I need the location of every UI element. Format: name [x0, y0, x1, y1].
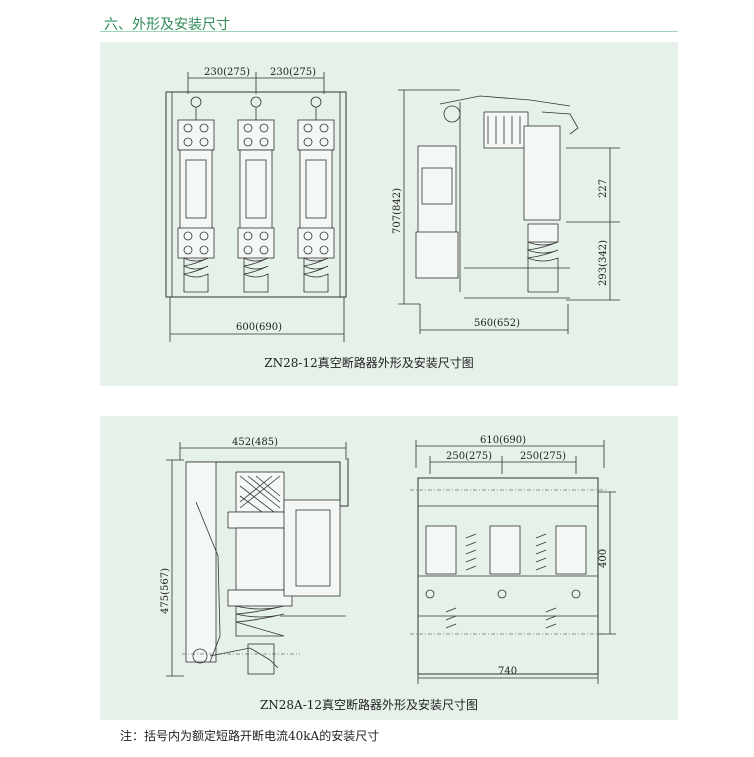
- dim-side-height: 475(567): [160, 568, 171, 614]
- dim-front-width: 600(690): [236, 322, 282, 333]
- dim-front-height: 400: [598, 549, 609, 568]
- pole-right: [297, 96, 335, 293]
- dim-front-bottom: 740: [498, 666, 517, 677]
- dim-top-left: 230(275): [204, 67, 250, 78]
- figure2-caption: ZN28A-12真空断路器外形及安装尺寸图: [259, 698, 479, 712]
- pole-left: [177, 96, 215, 293]
- footnote: 注：括号内为额定短路开断电流40kA的安装尺寸: [120, 729, 380, 743]
- section-title: 六、外形及安装尺寸: [104, 17, 230, 33]
- dim-spacing-left: 250(275): [446, 451, 492, 462]
- dim-height: 707(842): [392, 188, 403, 234]
- title-divider: [100, 31, 678, 32]
- dim-lower: 293(342): [598, 240, 609, 286]
- zn28-drawing: 230(275) 230(275): [165, 67, 620, 342]
- pole-middle: [237, 96, 275, 293]
- dim-top-right: 230(275): [270, 67, 316, 78]
- dim-side-width: 560(652): [474, 318, 520, 329]
- dim-upper: 227: [598, 179, 609, 198]
- dim-spacing-right: 250(275): [520, 451, 566, 462]
- figure-zn28-panel: 230(275) 230(275): [100, 42, 678, 386]
- figure-zn28a-panel: 452(485) 475(567) 610(690) 250(275) 25: [100, 416, 678, 720]
- dim-side-top: 452(485): [232, 437, 278, 448]
- figure1-caption: ZN28-12真空断路器外形及安装尺寸图: [264, 356, 474, 370]
- zn28a-drawing: 452(485) 475(567) 610(690) 250(275) 25: [160, 435, 616, 684]
- dim-front-top: 610(690): [480, 435, 526, 446]
